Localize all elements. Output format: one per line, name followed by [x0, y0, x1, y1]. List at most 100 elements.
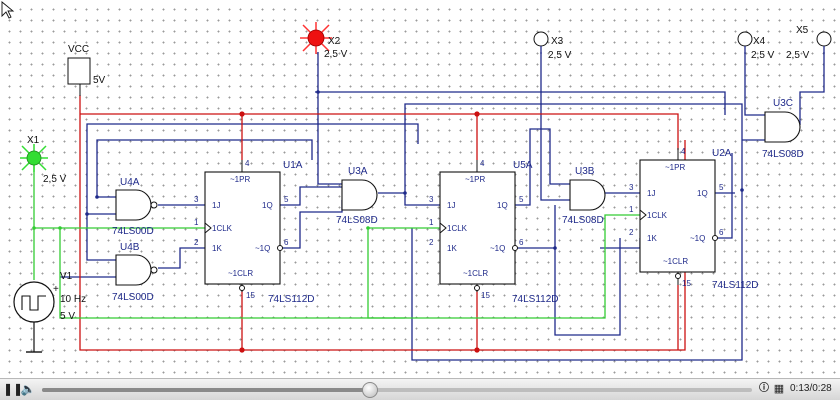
- flipflop-u2a[interactable]: U2A 74LS112D ~1PR 1J 1CLK 1K 1Q ~1Q ~1CL…: [629, 147, 759, 291]
- u2a-pin-clr: ~1CLR: [663, 257, 688, 266]
- probe-x4[interactable]: X4 2,5 V: [737, 31, 775, 61]
- u1a-pin-clr: ~1CLR: [228, 269, 253, 278]
- u5a-pin-4: 4: [480, 159, 485, 168]
- probe-x4-value: 2,5 V: [751, 50, 775, 61]
- signal-wires: [60, 52, 825, 361]
- u1a-pin-4: 4: [245, 159, 250, 168]
- vcc-source[interactable]: VCC 5V: [67, 44, 106, 96]
- speaker-icon[interactable]: 🔈: [20, 382, 36, 396]
- u5a-ref: U5A: [513, 160, 533, 171]
- total-time: 0:28: [812, 383, 832, 394]
- probe-x4-label: X4: [753, 36, 766, 47]
- fullscreen-icon[interactable]: ▦: [773, 383, 785, 395]
- video-controls: ❚❚ 🔈 ⓘ ▦ 0:13/0:28: [0, 378, 840, 400]
- v1-amp: 5 V: [60, 311, 75, 322]
- u5a-pin-j: 1J: [447, 201, 455, 210]
- u4a-ref: U4A: [120, 177, 140, 188]
- u1a-pin-6: 6: [284, 238, 289, 247]
- info-icon[interactable]: ⓘ: [759, 383, 769, 394]
- u3c-ref: U3C: [773, 98, 793, 109]
- seek-bar[interactable]: [42, 382, 752, 398]
- nand-gate-u4b[interactable]: U4B 74LS00D: [112, 242, 158, 303]
- u2a-pin-3: 3: [629, 183, 634, 192]
- u5a-pin-qn: ~1Q: [490, 244, 505, 253]
- seek-handle[interactable]: [361, 382, 378, 398]
- u1a-pin-clk: 1CLK: [212, 224, 233, 233]
- u2a-pin-6: 6: [719, 228, 724, 237]
- u2a-pin-k: 1K: [647, 234, 657, 243]
- u5a-pin-1: 1: [429, 218, 434, 227]
- probe-x3[interactable]: X3 2,5 V: [533, 31, 572, 61]
- u2a-pin-5: 5: [719, 183, 724, 192]
- u5a-pin-q: 1Q: [497, 201, 508, 210]
- u3b-ref: U3B: [575, 166, 595, 177]
- u2a-pin-pr: ~1PR: [665, 163, 685, 172]
- u1a-pin-15: 15: [246, 291, 255, 300]
- u5a-pin-k: 1K: [447, 244, 457, 253]
- and-gate-u3a[interactable]: U3A 74LS08D: [336, 166, 378, 226]
- u5a-pin-3: 3: [429, 195, 434, 204]
- u5a-pin-clr: ~1CLR: [463, 269, 488, 278]
- u1a-ref: U1A: [283, 160, 303, 171]
- u1a-pin-pr: ~1PR: [230, 175, 250, 184]
- v1-freq: 10 Hz: [60, 294, 86, 305]
- flipflop-u1a[interactable]: U1A 74LS112D ~1PR 1J 1CLK 1K 1Q ~1Q ~1CL…: [194, 159, 315, 305]
- mouse-cursor-icon: [1, 1, 15, 19]
- u3a-part: 74LS08D: [336, 215, 378, 226]
- u1a-pin-5: 5: [284, 195, 289, 204]
- u3c-part: 74LS08D: [762, 149, 804, 160]
- vcc-label: VCC: [68, 44, 89, 55]
- nand-gate-u4a[interactable]: U4A 74LS00D: [112, 177, 158, 237]
- u1a-pin-j: 1J: [212, 201, 220, 210]
- schematic-canvas: VCC 5V + V1 10 Hz 5 V X1 2,5 V X2 2,5 V: [0, 0, 840, 378]
- clock-junctions: [32, 226, 370, 230]
- flipflop-u5a[interactable]: U5A 74LS112D ~1PR 1J 1CLK 1K 1Q ~1Q ~1CL…: [429, 159, 559, 305]
- probe-x2[interactable]: X2 2,5 V: [300, 22, 348, 60]
- and-gate-u3c[interactable]: U3C 74LS08D: [762, 98, 804, 160]
- u5a-pin-6: 6: [519, 238, 524, 247]
- u1a-part: 74LS112D: [268, 294, 315, 305]
- and-gate-u3b[interactable]: U3B 74LS08D: [562, 166, 606, 226]
- vcc-value: 5V: [93, 75, 106, 86]
- u4a-part: 74LS00D: [112, 226, 154, 237]
- seek-progress: [42, 388, 369, 392]
- elapsed-time: 0:13: [790, 383, 810, 394]
- u2a-pin-j: 1J: [647, 189, 655, 198]
- u2a-pin-1: 1: [629, 205, 634, 214]
- u2a-pin-q: 1Q: [697, 189, 708, 198]
- u1a-pin-q: 1Q: [262, 201, 273, 210]
- clock-source-v1[interactable]: + V1 10 Hz 5 V: [13, 271, 86, 353]
- u2a-pin-4: 4: [681, 147, 686, 156]
- u5a-pin-clk: 1CLK: [447, 224, 468, 233]
- probe-x1-value: 2,5 V: [43, 174, 67, 185]
- u5a-pin-15: 15: [481, 291, 490, 300]
- time-readout: 0:13/0:28: [790, 383, 832, 394]
- u3b-part: 74LS08D: [562, 215, 604, 226]
- probe-x2-label: X2: [328, 36, 341, 47]
- probe-x1-label: X1: [27, 135, 40, 146]
- probe-x2-value: 2,5 V: [324, 49, 348, 60]
- u2a-pin-qn: ~1Q: [690, 234, 705, 243]
- u2a-pin-15: 15: [682, 279, 691, 288]
- probe-x5-label: X5: [796, 25, 809, 36]
- u2a-pin-2: 2: [629, 228, 634, 237]
- probe-x3-label: X3: [551, 36, 564, 47]
- pause-icon[interactable]: ❚❚: [3, 382, 24, 396]
- u1a-pin-k: 1K: [212, 244, 222, 253]
- v1-label: V1: [60, 271, 73, 282]
- u5a-part: 74LS112D: [512, 294, 559, 305]
- u1a-pin-2: 2: [194, 238, 199, 247]
- u2a-ref: U2A: [712, 148, 732, 159]
- v1-plus: +: [53, 284, 59, 295]
- probe-x1[interactable]: X1 2,5 V: [20, 135, 67, 185]
- u5a-pin-2: 2: [429, 238, 434, 247]
- u1a-pin-qn: ~1Q: [255, 244, 270, 253]
- probe-x5[interactable]: X5 2,5 V: [786, 25, 832, 61]
- probe-x5-value: 2,5 V: [786, 50, 810, 61]
- u1a-pin-3: 3: [194, 195, 199, 204]
- probe-x3-value: 2,5 V: [548, 50, 572, 61]
- u5a-pin-pr: ~1PR: [465, 175, 485, 184]
- u4b-part: 74LS00D: [112, 292, 154, 303]
- wire-junctions: [85, 90, 744, 250]
- u5a-pin-5: 5: [519, 195, 524, 204]
